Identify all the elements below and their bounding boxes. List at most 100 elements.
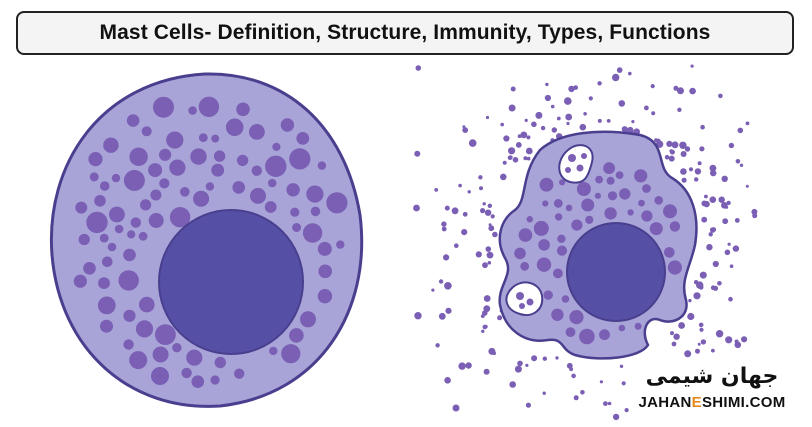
granule bbox=[317, 289, 333, 304]
granule bbox=[606, 176, 615, 185]
granule bbox=[503, 135, 510, 142]
logo-latin-right: SHIMI.COM bbox=[701, 394, 786, 411]
granule bbox=[542, 200, 549, 207]
granule bbox=[97, 296, 116, 315]
granule bbox=[701, 200, 708, 207]
granule bbox=[699, 146, 705, 152]
granule bbox=[98, 277, 110, 289]
granule bbox=[268, 178, 277, 188]
granule bbox=[326, 192, 348, 214]
granule bbox=[483, 295, 491, 302]
granule bbox=[236, 102, 250, 117]
granule bbox=[414, 312, 422, 320]
granule bbox=[151, 367, 169, 385]
granule bbox=[318, 264, 333, 279]
granule bbox=[190, 148, 207, 165]
granule bbox=[724, 249, 731, 256]
granule bbox=[696, 281, 704, 289]
granule bbox=[701, 216, 708, 223]
granule bbox=[214, 356, 226, 369]
granule bbox=[580, 390, 585, 395]
granule bbox=[509, 381, 516, 388]
granule bbox=[138, 231, 148, 241]
granule bbox=[704, 194, 708, 199]
granule bbox=[709, 227, 716, 233]
granule bbox=[739, 163, 744, 167]
granule bbox=[571, 373, 576, 379]
granule bbox=[180, 187, 190, 197]
granule bbox=[579, 123, 587, 131]
granule bbox=[135, 320, 154, 338]
resting-nucleus bbox=[158, 209, 304, 355]
granule bbox=[272, 142, 281, 151]
granule bbox=[159, 178, 170, 189]
granule bbox=[479, 186, 483, 191]
granule bbox=[118, 270, 139, 291]
granule bbox=[461, 229, 468, 236]
granule bbox=[191, 375, 205, 389]
granule bbox=[538, 239, 550, 251]
granule bbox=[502, 160, 507, 165]
granule bbox=[718, 93, 723, 99]
granule bbox=[500, 173, 507, 181]
granule bbox=[150, 189, 162, 201]
granule bbox=[482, 262, 488, 269]
granule bbox=[737, 127, 744, 134]
granule bbox=[487, 261, 492, 265]
granule bbox=[717, 281, 722, 286]
granule bbox=[458, 183, 462, 188]
granule bbox=[250, 187, 266, 204]
granule bbox=[624, 408, 629, 413]
granule bbox=[583, 112, 587, 116]
granule bbox=[553, 199, 563, 208]
granule bbox=[73, 274, 87, 288]
granule bbox=[727, 242, 731, 246]
granule bbox=[306, 185, 324, 203]
granule bbox=[556, 245, 568, 256]
granule bbox=[597, 118, 602, 123]
granule bbox=[86, 211, 108, 234]
granule bbox=[265, 155, 287, 177]
granule bbox=[573, 85, 578, 90]
granule bbox=[515, 142, 522, 148]
granule bbox=[569, 310, 584, 325]
granule bbox=[452, 404, 460, 412]
granule bbox=[458, 362, 466, 370]
granule bbox=[542, 356, 547, 361]
granule bbox=[490, 214, 495, 219]
page-title: Mast Cells- Definition, Structure, Immun… bbox=[99, 21, 711, 44]
granule bbox=[539, 177, 554, 192]
granule bbox=[444, 282, 452, 290]
granule bbox=[679, 141, 687, 149]
granule bbox=[454, 243, 459, 248]
granule bbox=[517, 360, 523, 367]
granule bbox=[107, 242, 117, 252]
granule bbox=[480, 208, 486, 214]
granule bbox=[492, 231, 498, 238]
granule bbox=[680, 168, 687, 175]
granule bbox=[573, 395, 579, 401]
granule bbox=[210, 375, 220, 385]
granule bbox=[689, 87, 696, 95]
granule bbox=[694, 177, 699, 182]
granule bbox=[684, 350, 692, 358]
granule bbox=[213, 150, 226, 162]
granule bbox=[300, 311, 316, 328]
granule bbox=[734, 218, 740, 223]
granule bbox=[296, 132, 310, 145]
granule bbox=[550, 104, 555, 109]
granule bbox=[141, 126, 152, 137]
granule bbox=[465, 362, 472, 369]
granule bbox=[249, 123, 265, 140]
granule bbox=[666, 140, 673, 147]
granule bbox=[520, 131, 528, 139]
granule bbox=[198, 133, 208, 143]
granule bbox=[644, 105, 649, 111]
granule bbox=[525, 363, 529, 367]
granule bbox=[669, 221, 681, 232]
granule bbox=[606, 119, 611, 123]
granule bbox=[88, 152, 103, 167]
granule bbox=[551, 127, 557, 133]
granule bbox=[415, 65, 422, 71]
